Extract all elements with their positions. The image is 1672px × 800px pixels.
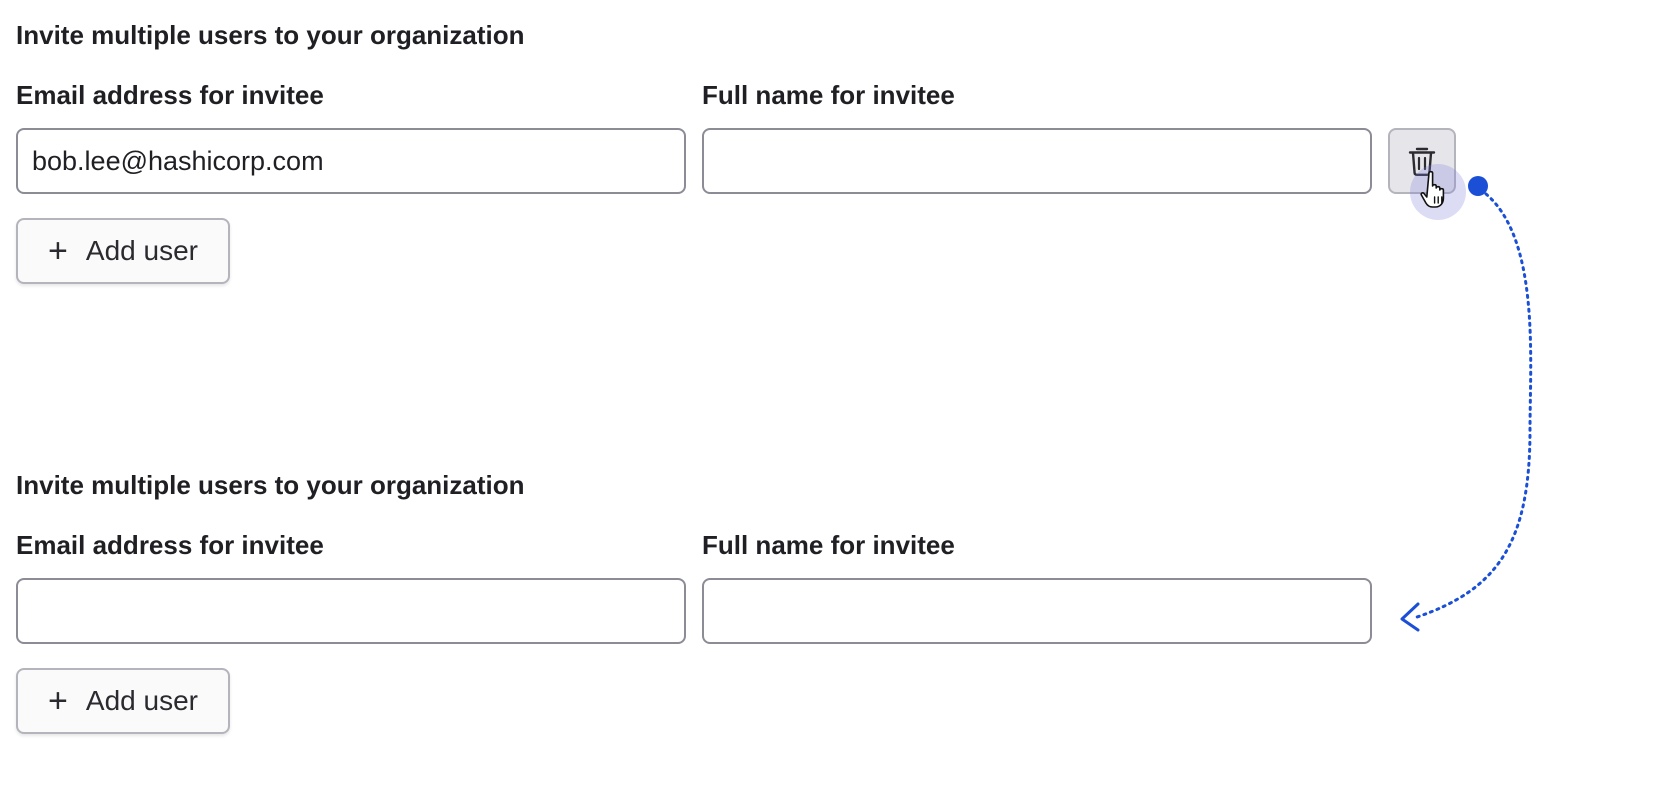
plus-icon: + [48, 232, 68, 270]
email-input[interactable] [16, 128, 686, 194]
email-label: Email address for invitee [16, 530, 324, 560]
add-user-button[interactable]: + Add user [16, 218, 230, 284]
email-label: Email address for invitee [16, 80, 324, 110]
full-name-input[interactable] [702, 128, 1372, 194]
full-name-label: Full name for invitee [702, 80, 955, 110]
form-heading: Invite multiple users to your organizati… [16, 20, 525, 50]
plus-icon: + [48, 682, 68, 720]
delete-row-button[interactable] [1388, 128, 1456, 194]
add-user-button[interactable]: + Add user [16, 668, 230, 734]
full-name-label: Full name for invitee [702, 530, 955, 560]
email-input[interactable] [16, 578, 686, 644]
add-user-label: Add user [85, 235, 198, 266]
form-heading: Invite multiple users to your organizati… [16, 470, 525, 500]
full-name-input[interactable] [702, 578, 1372, 644]
trash-icon [1408, 147, 1436, 177]
add-user-label: Add user [85, 685, 198, 716]
